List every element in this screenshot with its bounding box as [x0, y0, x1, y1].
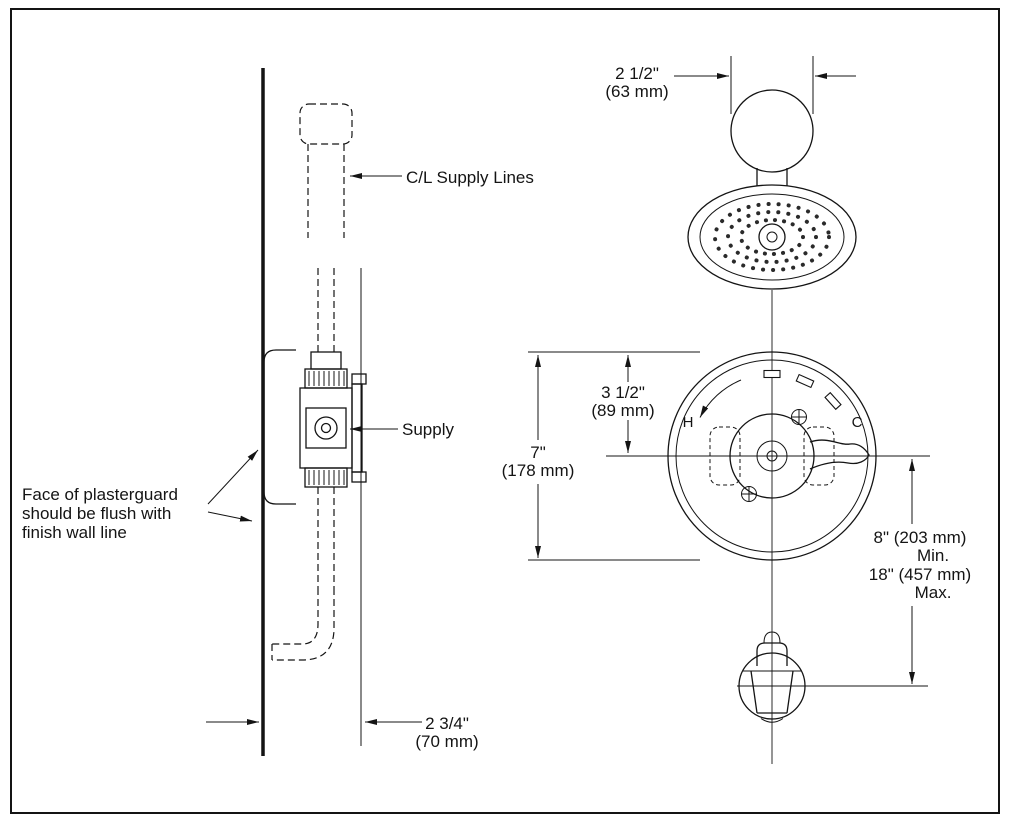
handle-cap-center: [766, 450, 778, 462]
lever-handle: [809, 439, 870, 470]
riser-to-valve-pipe: [317, 268, 335, 352]
trim-height-dim-value: 7": [530, 443, 546, 462]
cold-indicator: C: [852, 414, 863, 431]
hidden-valve-body-left: [709, 426, 741, 486]
shower-head-rim: [687, 184, 857, 290]
handle-cap: [756, 440, 788, 472]
spray-nozzle-ring-outer: [713, 202, 831, 272]
shower-arm-elbow-fitting: [299, 103, 353, 145]
plasterguard-note-line1: Face of plasterguard: [22, 485, 178, 504]
front-view: H C 2 1/2" (63 mm) 3 1/2" (89 mm) 7" (17…: [502, 56, 971, 764]
temperature-tick: [795, 373, 815, 389]
temperature-tick: [763, 369, 781, 379]
hot-indicator: H: [683, 414, 694, 431]
spout-elbow-inner: [272, 588, 319, 645]
spout-lip: [760, 718, 784, 723]
shower-arm-flange: [730, 89, 814, 173]
trim-screw-bottom: [741, 486, 757, 502]
supply-label: Supply: [402, 420, 454, 439]
plasterguard-note-line2: should be flush with: [22, 504, 171, 523]
flange-dim-value: 2 1/2": [615, 64, 659, 83]
supply-port: [314, 416, 338, 440]
shower-head-hub-center: [766, 231, 778, 243]
plasterguard-note-arrow-lower: [207, 511, 253, 522]
diverter-knob-dome: [763, 631, 781, 644]
trim-height-dim-metric: (178 mm): [502, 461, 575, 480]
shower-head: [687, 184, 857, 290]
shower-riser-pipe: [307, 144, 345, 238]
valve-top-nut: [310, 351, 342, 370]
coupling-knurl-hatch: [308, 470, 345, 485]
rotation-arrow: [699, 379, 742, 418]
valve-body: [299, 387, 353, 469]
plasterguard-note-line3: finish wall line: [22, 523, 127, 542]
valve-trim: H C: [667, 351, 877, 561]
bracket-ear-top: [351, 373, 367, 385]
flange-dim-metric: (63 mm): [605, 82, 668, 101]
tub-spout: [738, 631, 806, 723]
temperature-tick: [824, 391, 842, 411]
spray-nozzle-ring-middle: [726, 210, 818, 264]
shower-head-hub: [758, 223, 786, 251]
escutcheon-outer: [667, 351, 877, 561]
hidden-valve-body-right: [803, 426, 835, 486]
bracket-ear-bottom: [351, 471, 367, 483]
spout-elbow-outer: [272, 588, 335, 661]
valve-to-spout-pipe: [317, 487, 335, 588]
diverter-knob: [756, 642, 788, 666]
spout-flange: [738, 652, 806, 720]
spout-dim-max-label: Max.: [915, 583, 952, 602]
spout-dim-max-value: 18" (457 mm): [869, 565, 971, 584]
diagram-border: [10, 8, 1000, 814]
valve-cartridge-housing: [305, 407, 347, 449]
rough-in-valve-section: [263, 349, 367, 505]
handle-hub: [729, 413, 815, 499]
supply-lines-label: C/L Supply Lines: [406, 168, 534, 187]
spray-nozzle-ring-inner: [739, 218, 805, 256]
trim-top-dim-value: 3 1/2": [601, 383, 645, 402]
side-view-section: C/L Supply Lines Supply Face of plasterg…: [22, 68, 534, 756]
trim-screw-top: [791, 409, 807, 425]
spout-dim-min-label: Min.: [917, 546, 949, 565]
valve-bottom-coupling: [304, 467, 348, 488]
shower-head-face: [699, 193, 845, 281]
spout-dim-min-value: 8" (203 mm): [874, 528, 967, 547]
depth-dim-value: 2 3/4": [425, 714, 469, 733]
plasterguard-note-arrow-upper: [207, 449, 259, 505]
coupling-knurl-hatch: [308, 371, 345, 386]
supply-piping-dashed: [271, 103, 353, 661]
trim-top-dim-metric: (89 mm): [591, 401, 654, 420]
supply-port-center: [320, 422, 332, 434]
depth-dim-metric: (70 mm): [415, 732, 478, 751]
shower-arm-pipe: [756, 168, 788, 186]
spout-nozzle: [750, 670, 794, 714]
plasterguard: [263, 349, 296, 505]
valve-top-coupling: [304, 368, 348, 389]
